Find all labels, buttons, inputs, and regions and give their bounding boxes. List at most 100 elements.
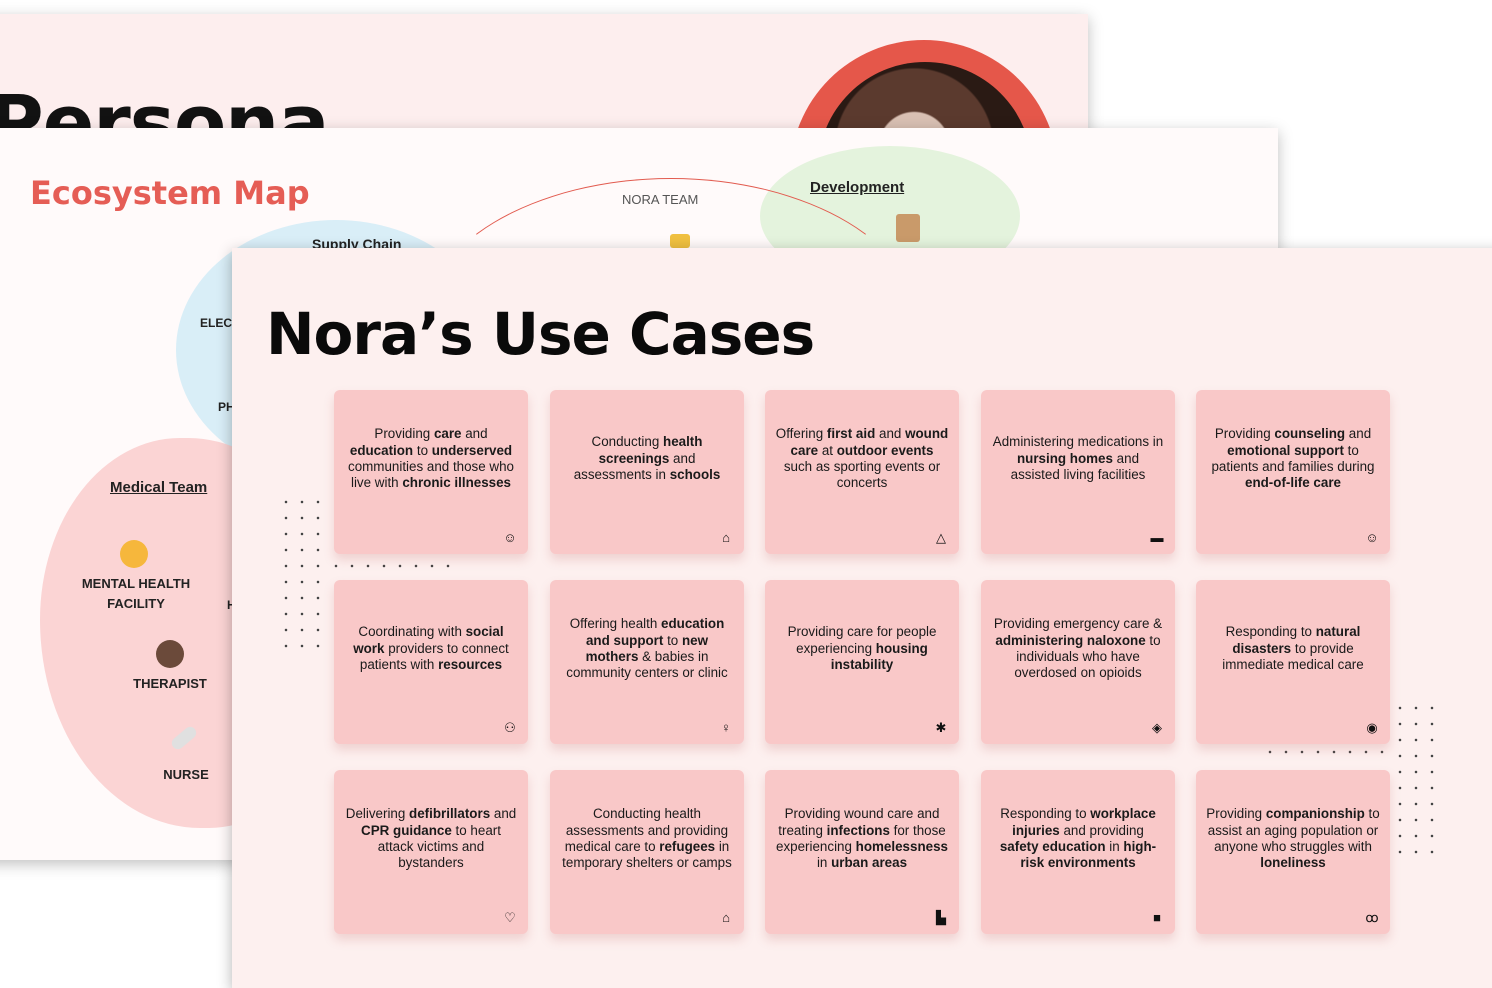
school-icon: ⌂	[722, 530, 730, 545]
elec-label: ELEC	[200, 316, 233, 330]
pill-icon: ◈	[1152, 720, 1162, 735]
use-case-text-part: & babies in community centers or clinic	[566, 649, 728, 681]
medkit-icon: ▬	[1150, 530, 1164, 545]
use-case-text-part: to heart attack victims and bystanders	[377, 822, 501, 871]
dot-pattern-right	[1392, 700, 1442, 860]
team-emoji-icon	[670, 234, 690, 248]
use-case-card: Coordinating with social work providers …	[334, 580, 528, 744]
use-case-keyword: homelessness	[855, 839, 948, 854]
use-case-keyword: education	[349, 442, 414, 458]
use-case-text-part: providers to connect patients with	[359, 640, 509, 673]
dot-pattern-left-row	[328, 558, 458, 580]
shelter-icon: ⌂	[722, 910, 730, 925]
ai-face-icon: ☺	[503, 530, 517, 545]
use-case-card: Conducting health assessments and provid…	[550, 770, 744, 934]
use-case-text-part: Offering	[775, 426, 827, 442]
mother-child-icon: ♀	[721, 720, 731, 735]
use-cases-slide: Nora’s Use Cases Providing care and educ…	[232, 248, 1492, 988]
use-case-text-part: Responding to	[1000, 806, 1091, 822]
use-case-text: Administering medications in nursing hom…	[991, 390, 1165, 528]
use-case-text: Providing counseling and emotional suppo…	[1206, 390, 1380, 528]
use-case-card: Responding to natural disasters to provi…	[1196, 580, 1390, 744]
use-case-text-part: Offering health	[569, 616, 662, 632]
use-case-text: Offering first aid and wound care at out…	[775, 390, 949, 528]
use-case-text-part: Providing wound care and treating	[778, 806, 940, 838]
use-case-card: Conducting health screenings and assessm…	[550, 390, 744, 554]
use-case-keyword: workplace injuries	[1012, 806, 1156, 838]
use-case-text-part: to	[663, 632, 682, 648]
use-case-keyword: nursing homes	[1016, 450, 1113, 466]
use-case-text-part: Conducting health assessments and provid…	[564, 806, 729, 854]
use-case-keyword: end-of-life care	[1245, 475, 1341, 491]
use-case-text-part: in	[1105, 839, 1124, 854]
house-person-icon: ✱	[935, 720, 947, 735]
use-case-keyword: housing instability	[830, 640, 928, 673]
use-case-card: Responding to workplace injuries and pro…	[981, 770, 1175, 934]
smiling-hearts-icon	[120, 540, 148, 568]
use-case-text: Responding to workplace injuries and pro…	[991, 770, 1165, 908]
use-case-keyword: urban areas	[831, 855, 908, 871]
people-icon: ⚇	[504, 720, 516, 735]
city-icon: ▙	[936, 910, 946, 925]
use-case-keyword: infections	[826, 822, 890, 838]
ph-label: PH	[218, 400, 235, 414]
use-case-text-part: and	[875, 426, 906, 442]
use-case-keyword: social work	[353, 624, 504, 656]
use-case-keyword: natural disasters	[1232, 624, 1361, 656]
ecosystem-title: Ecosystem Map	[30, 174, 310, 212]
use-case-keyword: health screenings	[598, 434, 703, 466]
dot-pattern-right-row	[1262, 744, 1392, 766]
use-case-card: Providing care for people experiencing h…	[765, 580, 959, 744]
use-case-keyword: new mothers	[585, 632, 709, 664]
use-case-keyword: first aid	[826, 426, 876, 442]
use-case-text-part: Providing	[1214, 426, 1275, 442]
use-case-text-part: Conducting	[591, 434, 664, 450]
use-case-text-part: and	[461, 426, 488, 442]
use-case-text-part: at	[818, 442, 837, 458]
use-case-text: Providing emergency care & administering…	[991, 580, 1165, 718]
h-label: H	[227, 598, 236, 612]
smile-icon: ☺	[1365, 530, 1379, 545]
use-case-text-part: communities and those who live with	[348, 459, 514, 491]
use-case-keyword: loneliness	[1260, 855, 1326, 871]
medical-team-label: Medical Team	[110, 479, 208, 496]
use-case-keyword: care	[433, 426, 462, 442]
group-icon: ꝏ	[1365, 910, 1379, 925]
use-case-card: Providing companionship to assist an agi…	[1196, 770, 1390, 934]
use-case-text-part: such as sporting events or concerts	[783, 459, 941, 491]
use-case-keyword: education and support	[585, 616, 725, 648]
use-case-card: Offering first aid and wound care at out…	[765, 390, 959, 554]
use-case-text-part: and assisted living facilities	[1010, 450, 1146, 483]
use-case-card: Providing wound care and treating infect…	[765, 770, 959, 934]
use-case-keyword: underserved	[431, 442, 513, 458]
use-case-text-part: to assist an aging population or anyone …	[1207, 806, 1380, 854]
use-case-text-part: and providing	[1059, 822, 1144, 838]
use-case-text: Offering health education and support to…	[560, 580, 734, 718]
use-case-keyword: resources	[438, 657, 503, 673]
use-case-text-part: Delivering	[345, 806, 410, 822]
use-case-text-part: to	[413, 442, 432, 458]
use-case-text-part: Providing	[374, 426, 434, 442]
use-case-text: Coordinating with social work providers …	[344, 580, 518, 718]
use-case-text: Providing care for people experiencing h…	[775, 580, 949, 718]
use-case-keyword: safety education	[999, 839, 1106, 854]
use-case-keyword: defibrillators	[409, 806, 491, 822]
use-case-card: Delivering defibrillators and CPR guidan…	[334, 770, 528, 934]
development-label: Development	[810, 179, 905, 196]
use-case-keyword: refugees	[659, 839, 716, 854]
use-case-keyword: administering naloxone	[995, 632, 1146, 648]
use-case-text: Providing care and education to underser…	[344, 390, 518, 528]
storm-icon: ◉	[1366, 720, 1378, 735]
use-case-text-part: and	[490, 806, 517, 822]
nurse-label: NURSE	[163, 767, 209, 782]
use-case-text-part: Responding to	[1225, 624, 1316, 640]
use-case-text-part: Providing care for people experiencing	[787, 624, 937, 656]
heart-pulse-icon: ♡	[504, 910, 516, 925]
use-case-text-part: Administering medications in	[992, 434, 1164, 450]
use-case-keyword: CPR guidance	[361, 822, 452, 838]
mental-health-label: MENTAL HEALTH FACILITY	[81, 576, 191, 611]
use-case-card: Providing counseling and emotional suppo…	[1196, 390, 1390, 554]
use-case-text-part: for those experiencing	[776, 822, 946, 854]
use-case-text-part: in temporary shelters or camps	[562, 839, 732, 871]
use-case-keyword: companionship	[1265, 806, 1365, 822]
